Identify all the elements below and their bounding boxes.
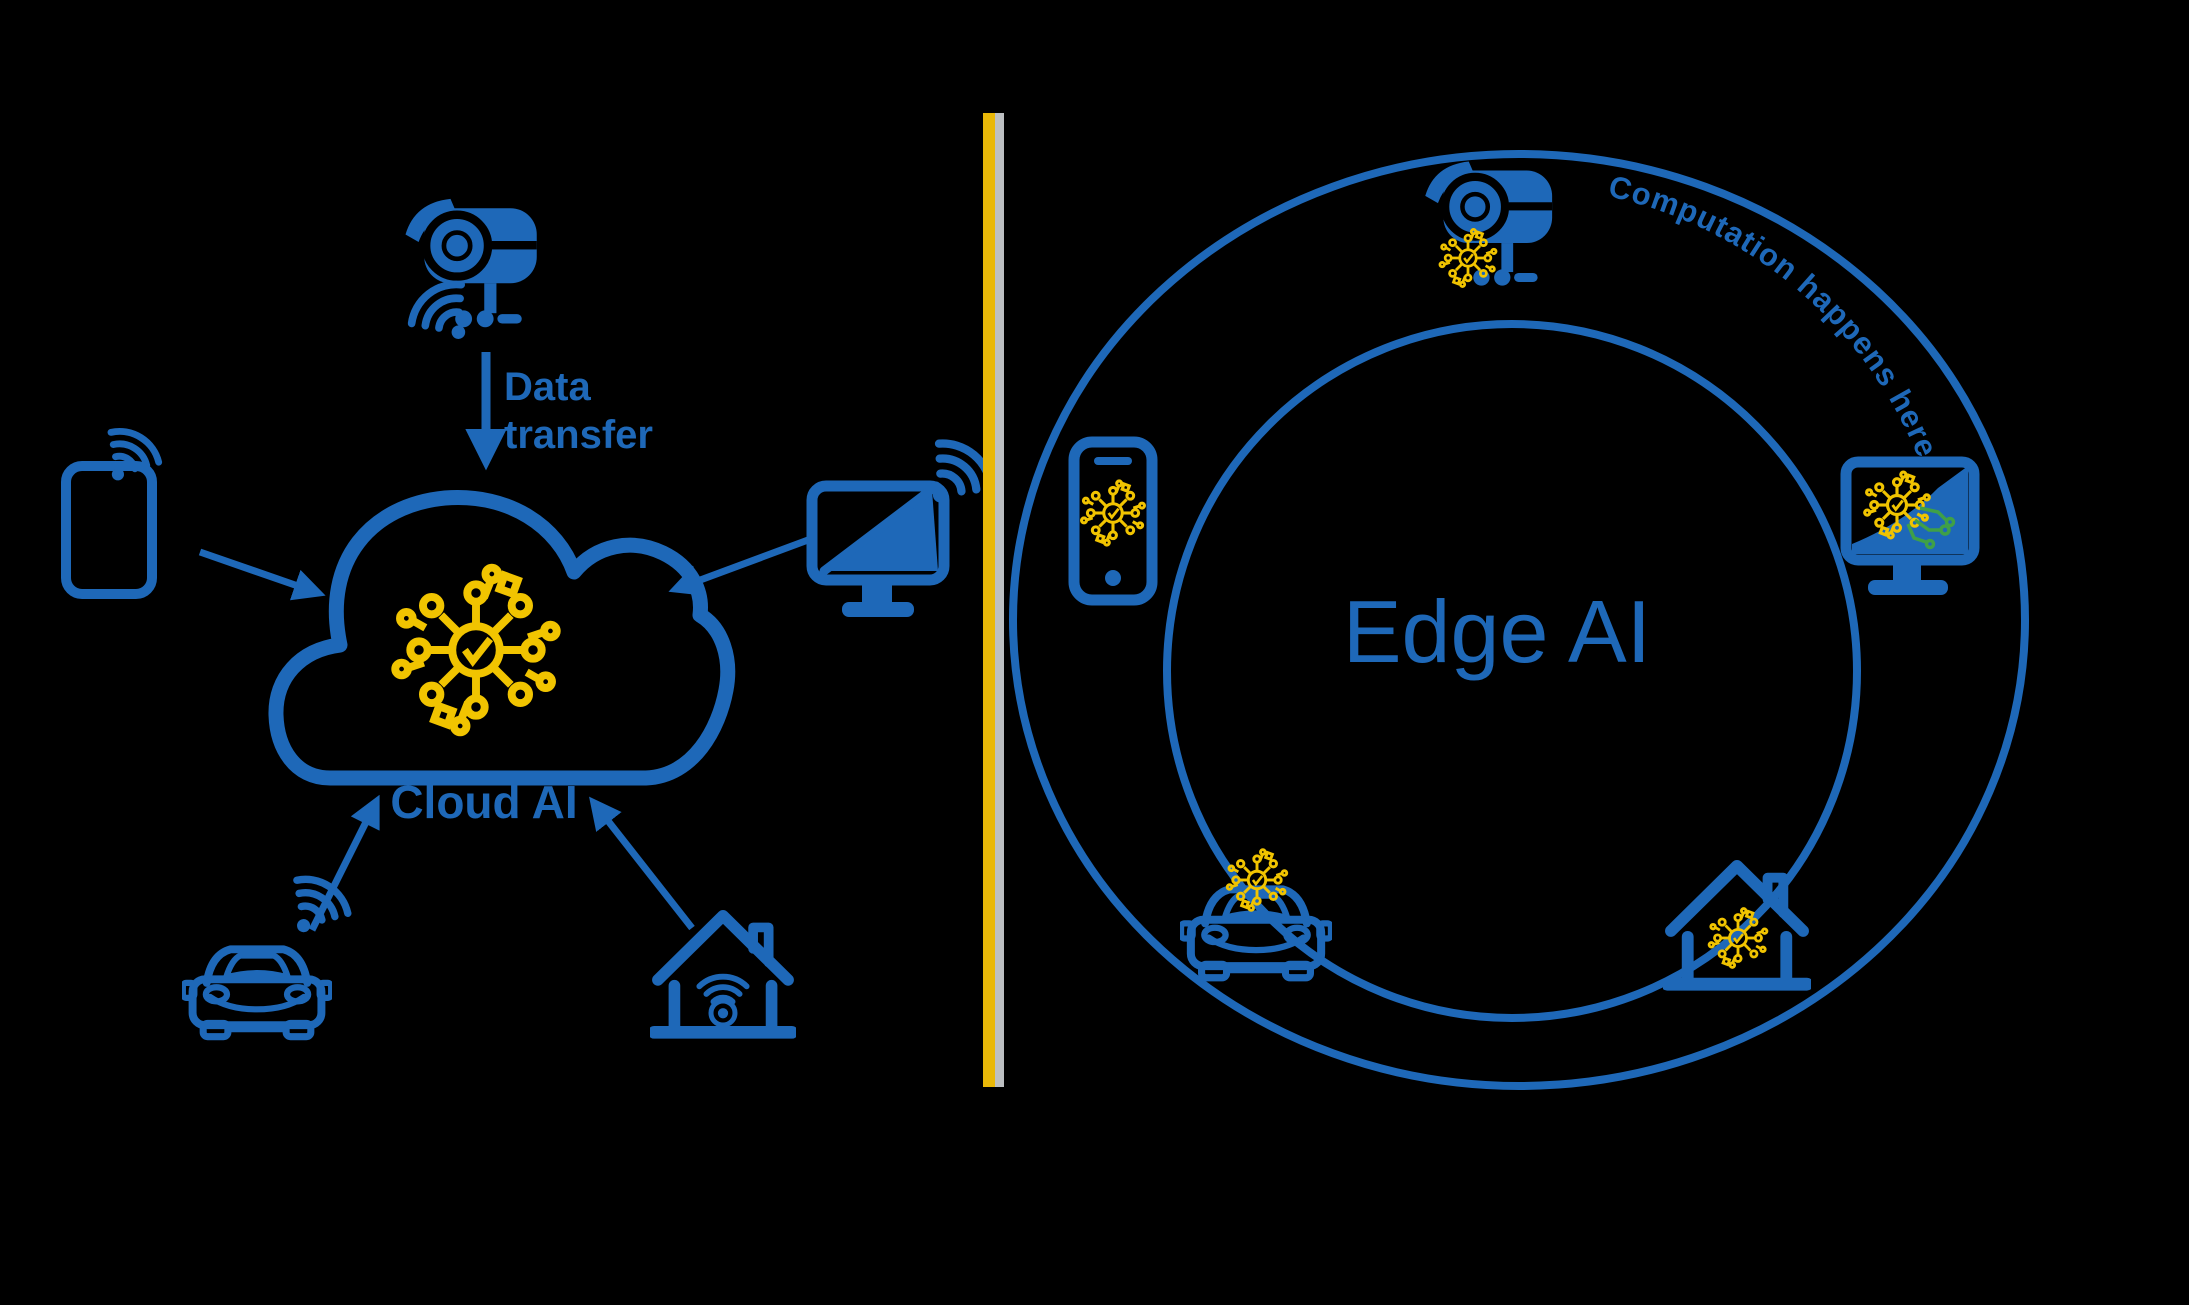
edge-ai-label: Edge AI bbox=[1343, 582, 1651, 681]
house-to-cloud-arrow bbox=[589, 796, 695, 931]
edge-outer-ring bbox=[1009, 150, 2029, 1090]
smartphone-icon bbox=[1074, 442, 1152, 600]
data-transfer-label-line1: Data bbox=[504, 365, 591, 409]
tablet-to-cloud-arrow bbox=[198, 548, 326, 601]
circuit-trace-icon bbox=[1906, 506, 1956, 550]
cloud-icon bbox=[268, 490, 736, 786]
cctv-camera-icon bbox=[406, 199, 537, 327]
edge-connected-car-icon bbox=[1181, 848, 1331, 978]
edge-inner-ring bbox=[1163, 320, 1861, 1022]
edge-ai-section: Edge AI Computation happens here bbox=[1009, 150, 2029, 1090]
divider-line bbox=[983, 113, 1004, 1087]
ai-chip-icon bbox=[395, 568, 557, 733]
data-transfer-label-line2: transfer bbox=[504, 413, 653, 457]
satellite-monitor-icon bbox=[806, 433, 1000, 617]
cloud-ai-section: Data transfer Cloud AI bbox=[61, 199, 1000, 1037]
edge-smart-home-icon bbox=[1667, 866, 1807, 984]
edge-cctv-camera-icon bbox=[1425, 161, 1552, 286]
car-to-cloud-arrow bbox=[308, 794, 380, 932]
cloud-ai-label: Cloud AI bbox=[390, 776, 577, 828]
tablet-icon bbox=[61, 423, 165, 599]
wifi-icon bbox=[404, 275, 488, 357]
edge-monitor-icon bbox=[1840, 456, 1980, 595]
computation-arc-label: Computation happens here bbox=[1605, 169, 1945, 463]
monitor-to-cloud-arrow bbox=[668, 536, 810, 596]
smart-home-icon bbox=[654, 916, 792, 1033]
